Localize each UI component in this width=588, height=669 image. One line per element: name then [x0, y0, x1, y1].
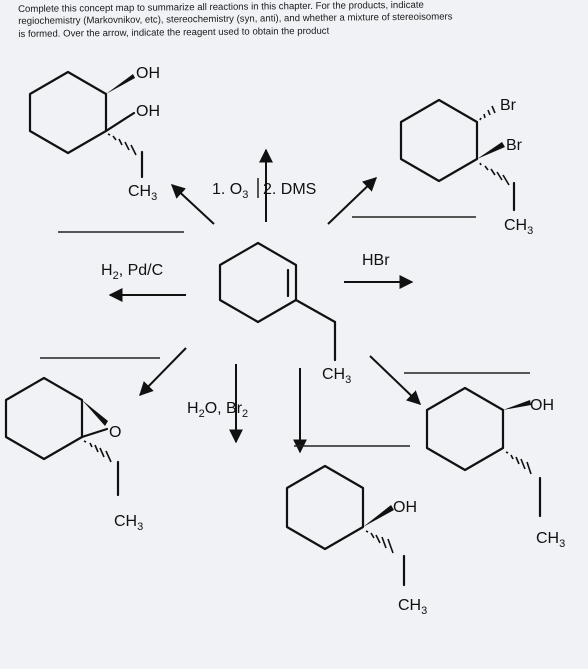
dibromide-ch3-label: CH3	[504, 217, 533, 237]
arrow-to-diol	[170, 184, 215, 225]
alcohol-middle-wedge-oh	[363, 505, 394, 527]
reagent-dms: 2. DMS	[263, 181, 316, 198]
diol-oh-2-label: OH	[136, 103, 160, 120]
diol-ch3-label: CH3	[128, 183, 157, 203]
starting-alkene-ring	[218, 241, 298, 324]
epoxide-c-o-bond	[80, 427, 109, 439]
dibromide-wedge-br-2	[477, 142, 505, 159]
reagent-hbr: HBr	[362, 252, 390, 269]
start-ch3-label: CH3	[322, 366, 351, 386]
alcohol-right-wedge-oh	[503, 400, 531, 410]
ethyl-bond-1	[294, 298, 337, 324]
alcohol-right-oh-label: OH	[530, 397, 554, 414]
diol-hash-bond	[107, 133, 137, 156]
alcohol-right-ring	[425, 386, 505, 472]
reagent-hydrogenation: H2, Pd/C	[101, 262, 163, 282]
epoxide-wedge	[82, 400, 108, 426]
alcohol-product-middle: OH CH3	[285, 464, 427, 617]
alcohol-middle-ch3-label: CH3	[398, 597, 427, 617]
epoxide-ring	[4, 376, 84, 461]
diol-ring	[28, 70, 108, 155]
alcohol-middle-hash-bond	[365, 530, 394, 554]
alcohol-right-hash-bond	[505, 451, 532, 475]
diol-oh-2-bond	[104, 111, 136, 133]
dibromide-ring	[399, 98, 479, 183]
epoxide-hash-bond	[83, 440, 112, 463]
epoxide-ch3-label: CH3	[114, 513, 143, 533]
dibromide-hash-bond-1	[479, 105, 496, 121]
epoxide-product: O CH3	[4, 376, 143, 533]
dibromide-br-2-label: Br	[506, 137, 523, 154]
diol-wedge-oh-1	[106, 74, 135, 94]
arrow-to-dibromide	[327, 177, 378, 225]
alcohol-middle-ring	[285, 464, 365, 551]
reagent-ozonolysis: 1. O3	[212, 181, 248, 201]
dibromide-hash-bond-2	[479, 162, 510, 186]
diol-oh-1-label: OH	[136, 65, 160, 82]
diol-product: OH OH CH3	[28, 65, 160, 203]
reagent-halohydrin: H2O, Br2	[187, 400, 248, 420]
epoxide-o-label: O	[109, 424, 121, 441]
dibromide-product: Br Br CH3	[399, 97, 533, 237]
alcohol-right-ch3-label: CH3	[536, 530, 565, 550]
alcohol-product-right: OH CH3	[425, 386, 565, 550]
arrow-to-alcohol-right	[369, 355, 422, 405]
alcohol-middle-oh-label: OH	[393, 499, 417, 516]
starting-alkene: CH3	[218, 241, 351, 386]
dibromide-br-1-label: Br	[500, 97, 517, 114]
arrow-to-epoxide	[139, 347, 187, 397]
